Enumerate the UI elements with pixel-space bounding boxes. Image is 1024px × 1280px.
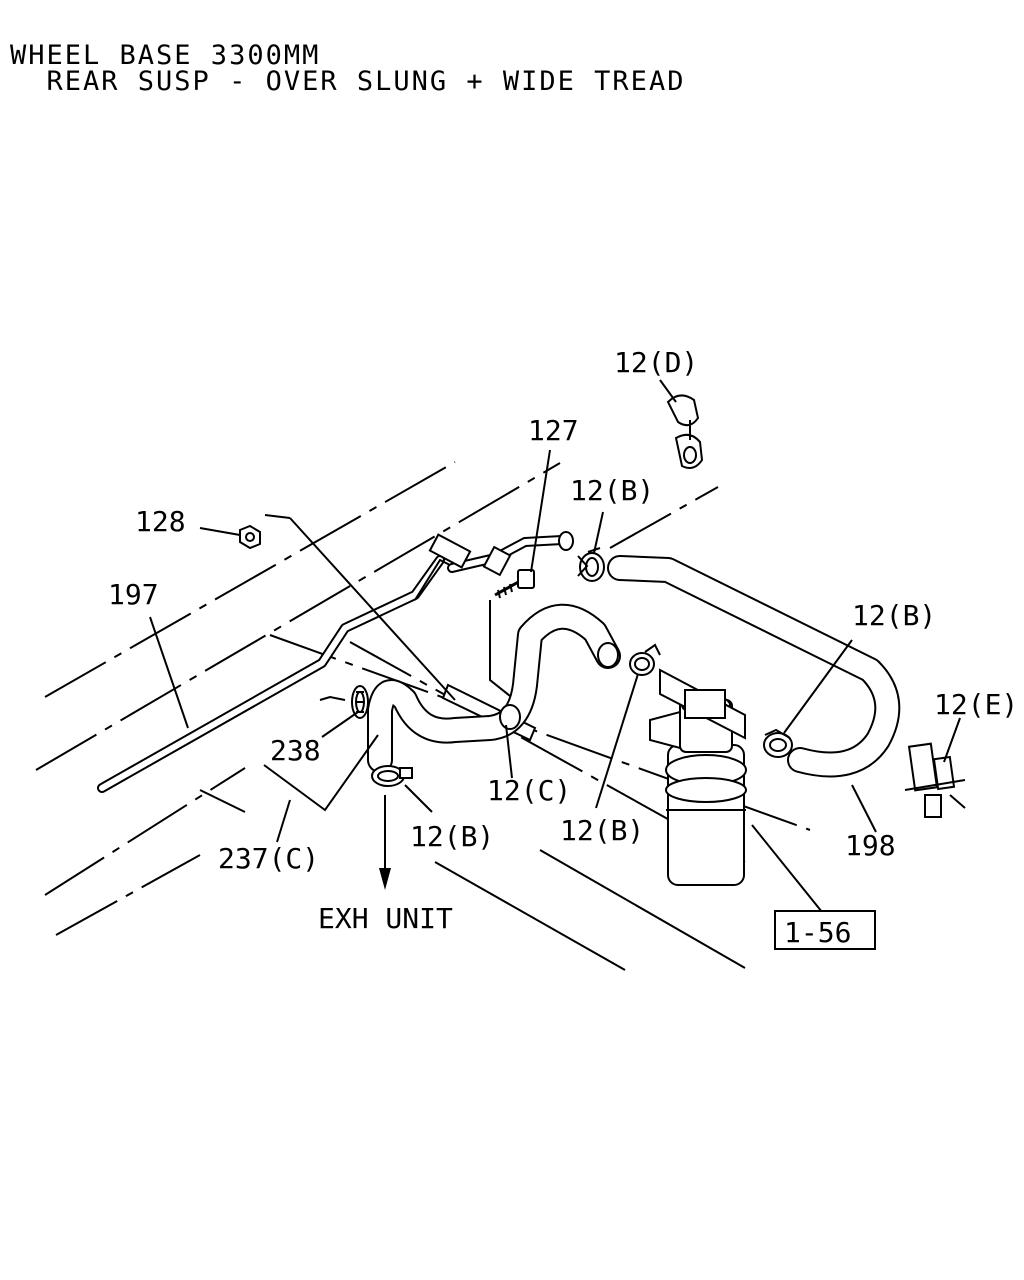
label-12b-right: 12(B) (852, 599, 936, 632)
nut-128 (239, 524, 261, 550)
clip-12b-bottom (371, 765, 413, 787)
ref-box-1-56 (774, 910, 876, 950)
clip-12b-top (577, 547, 605, 582)
leader-lines (149, 379, 961, 913)
label-exh-unit: EXH UNIT (318, 902, 453, 935)
clip-12c (499, 704, 521, 730)
clip-12b-middle (629, 643, 661, 676)
label-198: 198 (845, 829, 896, 862)
bolt-127 (494, 569, 535, 599)
clip-12d (666, 394, 704, 469)
grommet-238 (319, 685, 369, 719)
header-wheel-base: WHEEL BASE 3300MM (10, 40, 321, 71)
label-12b-mid: 12(B) (560, 814, 644, 847)
label-12d: 12(D) (614, 346, 698, 379)
exh-unit-arrow (379, 795, 391, 890)
label-12e: 12(E) (934, 688, 1018, 721)
label-237c: 237(C) (218, 842, 319, 875)
hose-u-middle (367, 603, 621, 773)
label-12b-low: 12(B) (410, 820, 494, 853)
pipe-197 (97, 531, 574, 793)
canister-1-56 (649, 668, 747, 886)
clip-12b-right (763, 728, 793, 758)
label-197: 197 (108, 578, 159, 611)
label-1-56: 1-56 (784, 916, 851, 949)
header-rear-susp: REAR SUSP - OVER SLUNG + WIDE TREAD (10, 66, 686, 97)
label-127: 127 (528, 414, 579, 447)
clip-12e (904, 742, 966, 818)
label-128: 128 (135, 505, 186, 538)
label-12c: 12(C) (487, 774, 571, 807)
label-238: 238 (270, 734, 321, 767)
label-12b-top: 12(B) (570, 474, 654, 507)
callout-labels: 12(D) 127 12(B) 128 197 12(B) 12(E) 238 … (108, 346, 1018, 949)
hose-198 (607, 555, 901, 778)
